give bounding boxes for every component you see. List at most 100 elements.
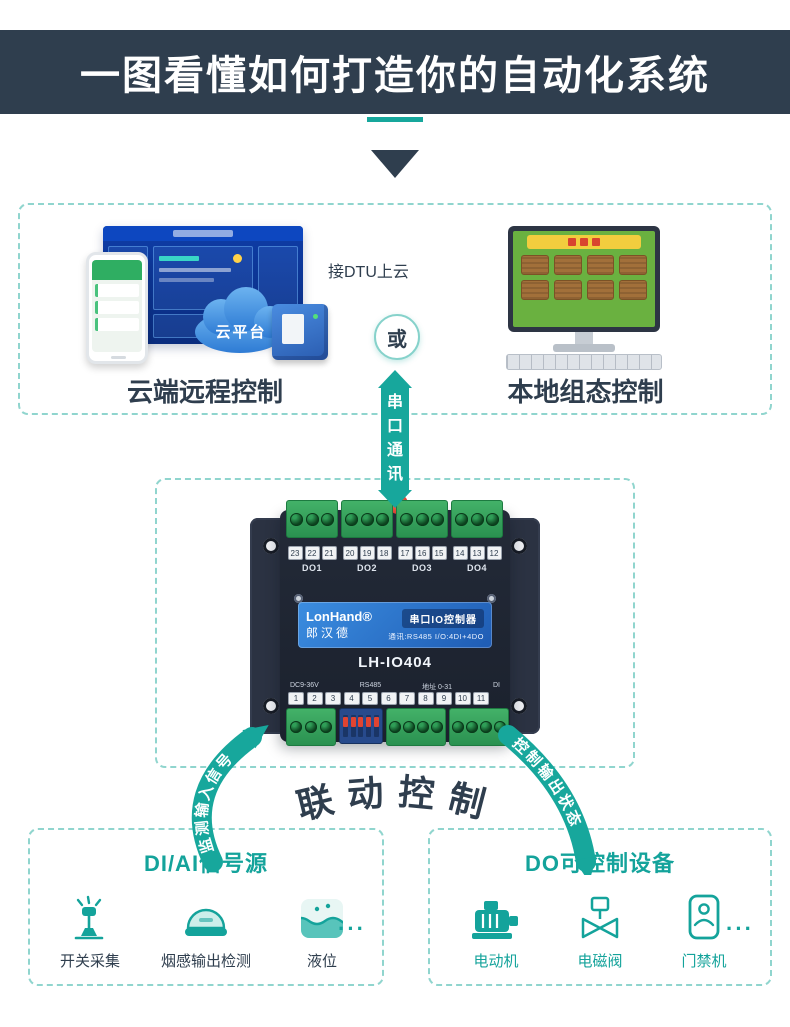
scada-farm-screen	[513, 231, 655, 327]
item-label: 电磁阀	[577, 953, 623, 970]
dtu-cloud-note: 接DTU上云	[328, 264, 409, 281]
di-section-title: DI/AI信号源	[143, 851, 269, 876]
di-item-liquid-level: 液位	[272, 890, 372, 971]
do-label: DO2	[356, 563, 377, 573]
di-item-smoke-detector: 烟感输出检测	[156, 890, 256, 971]
dashboard-title-placeholder	[173, 230, 233, 237]
phone-app-header	[92, 260, 142, 280]
dashboard-dot	[233, 254, 242, 263]
arrow-down-icon	[378, 490, 412, 508]
item-label: 门禁机	[681, 953, 727, 970]
terminal-block	[286, 708, 336, 746]
di-items-row: 开关采集 烟感输出检测	[30, 890, 382, 971]
do-item-access-control: 门禁机	[660, 890, 748, 971]
arrow-up-icon	[378, 370, 412, 388]
phone-app-row	[95, 301, 139, 314]
di-item-switch-collect: 开关采集	[40, 890, 140, 971]
dashboard-bar	[159, 268, 231, 272]
liquid-level-icon	[297, 890, 347, 942]
terminal-block	[451, 500, 503, 538]
solenoid-valve-icon	[575, 890, 625, 942]
cloud-platform-label: 云平台	[215, 323, 266, 341]
do-devices-section: DO可控制设备 电动机	[428, 828, 772, 986]
motor-icon	[469, 890, 523, 942]
page-title: 一图看懂如何打造你的自动化系统	[80, 54, 710, 98]
do-section-title: DO可控制设备	[524, 851, 675, 876]
serial-comm-label: 串口通讯	[381, 388, 409, 490]
device-nameplate: LonHand® 郎汉德 串口IO控制器 通讯:RS485 I/O:4DI+4D…	[298, 602, 492, 648]
phone-home-bar	[111, 356, 126, 359]
phone-app-screen	[92, 260, 142, 352]
do-item-motor: 电动机	[452, 890, 540, 971]
svg-text:联动控制: 联动控制	[293, 771, 502, 829]
mounting-hole-icon	[511, 698, 527, 714]
di-signal-section: DI/AI信号源 开关采集	[28, 828, 384, 986]
dtu-device	[272, 304, 328, 360]
title-underline	[367, 117, 423, 122]
phone-mockup	[86, 252, 148, 364]
smoke-detector-icon	[180, 890, 232, 942]
mounting-hole-icon	[511, 538, 527, 554]
item-label: 电动机	[473, 953, 519, 970]
access-control-icon	[682, 890, 726, 942]
dtu-front-label	[282, 314, 304, 344]
body-screw-icon	[294, 594, 303, 603]
item-label: 烟感输出检测	[160, 953, 251, 970]
farm-plots	[521, 255, 647, 300]
item-label: 液位	[306, 953, 337, 970]
monitor-stand-neck	[575, 332, 593, 345]
cloud-platform-icon: 云平台	[195, 287, 286, 353]
brand-name: LonHand®	[306, 609, 372, 624]
dashboard-bar	[159, 278, 214, 282]
switch-collect-icon	[68, 890, 112, 942]
do-item-solenoid-valve: 电磁阀	[556, 890, 644, 971]
do-label: DO1	[301, 563, 322, 573]
phone-app-row	[95, 284, 139, 297]
item-label: 开关采集	[59, 953, 120, 970]
bottom-terminal-strip	[286, 708, 509, 746]
more-ellipsis: ···	[726, 916, 754, 941]
top-terminal-strip	[286, 500, 503, 538]
more-ellipsis: ···	[338, 916, 366, 941]
product-block: 串口IO控制器 通讯:RS485 I/O:4DI+4DO	[380, 608, 484, 642]
phone-app-row	[95, 318, 139, 331]
do-label: DO4	[466, 563, 487, 573]
banner-down-arrow	[371, 150, 419, 178]
mounting-hole-icon	[263, 538, 279, 554]
or-badge: 或	[374, 314, 420, 360]
monitor-stand-base	[553, 344, 615, 352]
brand-name-cn: 郎汉德	[306, 626, 352, 640]
desktop-monitor	[508, 226, 660, 332]
do-items-row: 电动机 电磁阀	[430, 890, 770, 971]
keyboard	[506, 354, 662, 370]
cloud-control-caption: 云端远程控制	[126, 377, 283, 407]
do-label: DO3	[411, 563, 432, 573]
local-control-caption: 本地组态控制	[507, 377, 664, 407]
banner: 一图看懂如何打造你的自动化系统	[0, 30, 790, 114]
brand-block: LonHand® 郎汉德	[306, 609, 372, 641]
dip-switch	[339, 708, 383, 744]
dashboard-bar	[159, 256, 199, 261]
linkage-control-label: 联动控制	[293, 771, 489, 829]
body-screw-icon	[487, 594, 496, 603]
terminal-block	[449, 708, 509, 746]
product-spec: 通讯:RS485 I/O:4DI+4DO	[388, 631, 484, 641]
mounting-hole-icon	[263, 698, 279, 714]
serial-comm-arrow: 串口通讯	[377, 370, 413, 508]
dtu-led	[313, 314, 318, 319]
device-model: LH-IO404	[358, 654, 432, 671]
terminal-block	[386, 708, 446, 746]
terminal-block	[286, 500, 338, 538]
product-name-badge: 串口IO控制器	[402, 608, 484, 628]
